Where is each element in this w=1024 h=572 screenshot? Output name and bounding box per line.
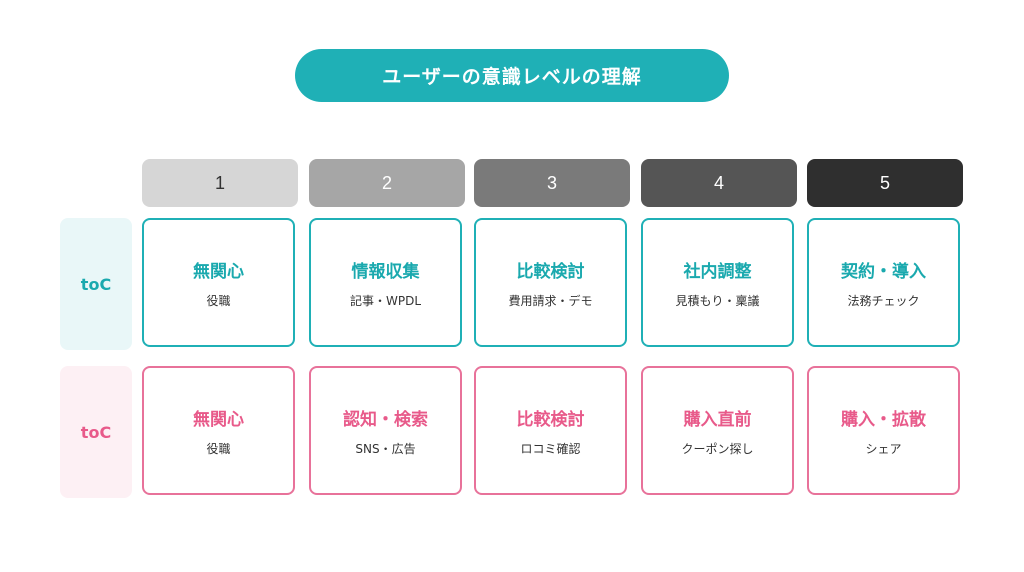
card-title: 購入直前	[683, 409, 752, 430]
row2-stage3-card: 比較検討 ロコミ確認	[474, 366, 627, 495]
row1-stage5-card: 契約・導入 法務チェック	[807, 218, 960, 347]
card-subtitle: 法務チェック	[847, 293, 920, 308]
card-subtitle: 見積もり・稟議	[675, 293, 760, 308]
row-label-1: toC	[60, 218, 132, 350]
card-subtitle: 記事・WPDL	[349, 293, 422, 308]
card-title: 比較検討	[516, 261, 585, 282]
stage-2-header: 2	[309, 159, 465, 207]
row2-stage4-card: 購入直前 クーポン探し	[641, 366, 794, 495]
row2-stage5-card: 購入・拡散 シェア	[807, 366, 960, 495]
stage-4-header: 4	[641, 159, 797, 207]
card-title: 契約・導入	[841, 261, 926, 282]
card-title: 無関心	[193, 409, 244, 430]
row1-stage1-card: 無関心 役職	[142, 218, 295, 347]
page-title: ユーザーの意識レベルの理解	[295, 49, 729, 102]
row2-stage1-card: 無関心 役職	[142, 366, 295, 495]
card-subtitle: クーポン探し	[681, 441, 754, 456]
card-title: 購入・拡散	[841, 409, 926, 430]
row1-stage4-card: 社内調整 見積もり・稟議	[641, 218, 794, 347]
stage-3-header: 3	[474, 159, 630, 207]
card-title: 認知・検索	[343, 409, 428, 430]
card-title: 比較検討	[516, 409, 585, 430]
card-subtitle: ロコミ確認	[520, 441, 581, 456]
card-title: 情報収集	[351, 261, 420, 282]
card-subtitle: シェア	[865, 441, 902, 456]
row1-stage3-card: 比較検討 費用請求・デモ	[474, 218, 627, 347]
row-label-2: toC	[60, 366, 132, 498]
stage-5-header: 5	[807, 159, 963, 207]
card-subtitle: 役職	[206, 293, 231, 308]
card-subtitle: 費用請求・デモ	[508, 293, 593, 308]
row1-stage2-card: 情報収集 記事・WPDL	[309, 218, 462, 347]
card-subtitle: 役職	[206, 441, 231, 456]
row2-stage2-card: 認知・検索 SNS・広告	[309, 366, 462, 495]
card-title: 無関心	[193, 261, 244, 282]
card-title: 社内調整	[683, 261, 752, 282]
card-subtitle: SNS・広告	[355, 441, 416, 456]
stage-1-header: 1	[142, 159, 298, 207]
